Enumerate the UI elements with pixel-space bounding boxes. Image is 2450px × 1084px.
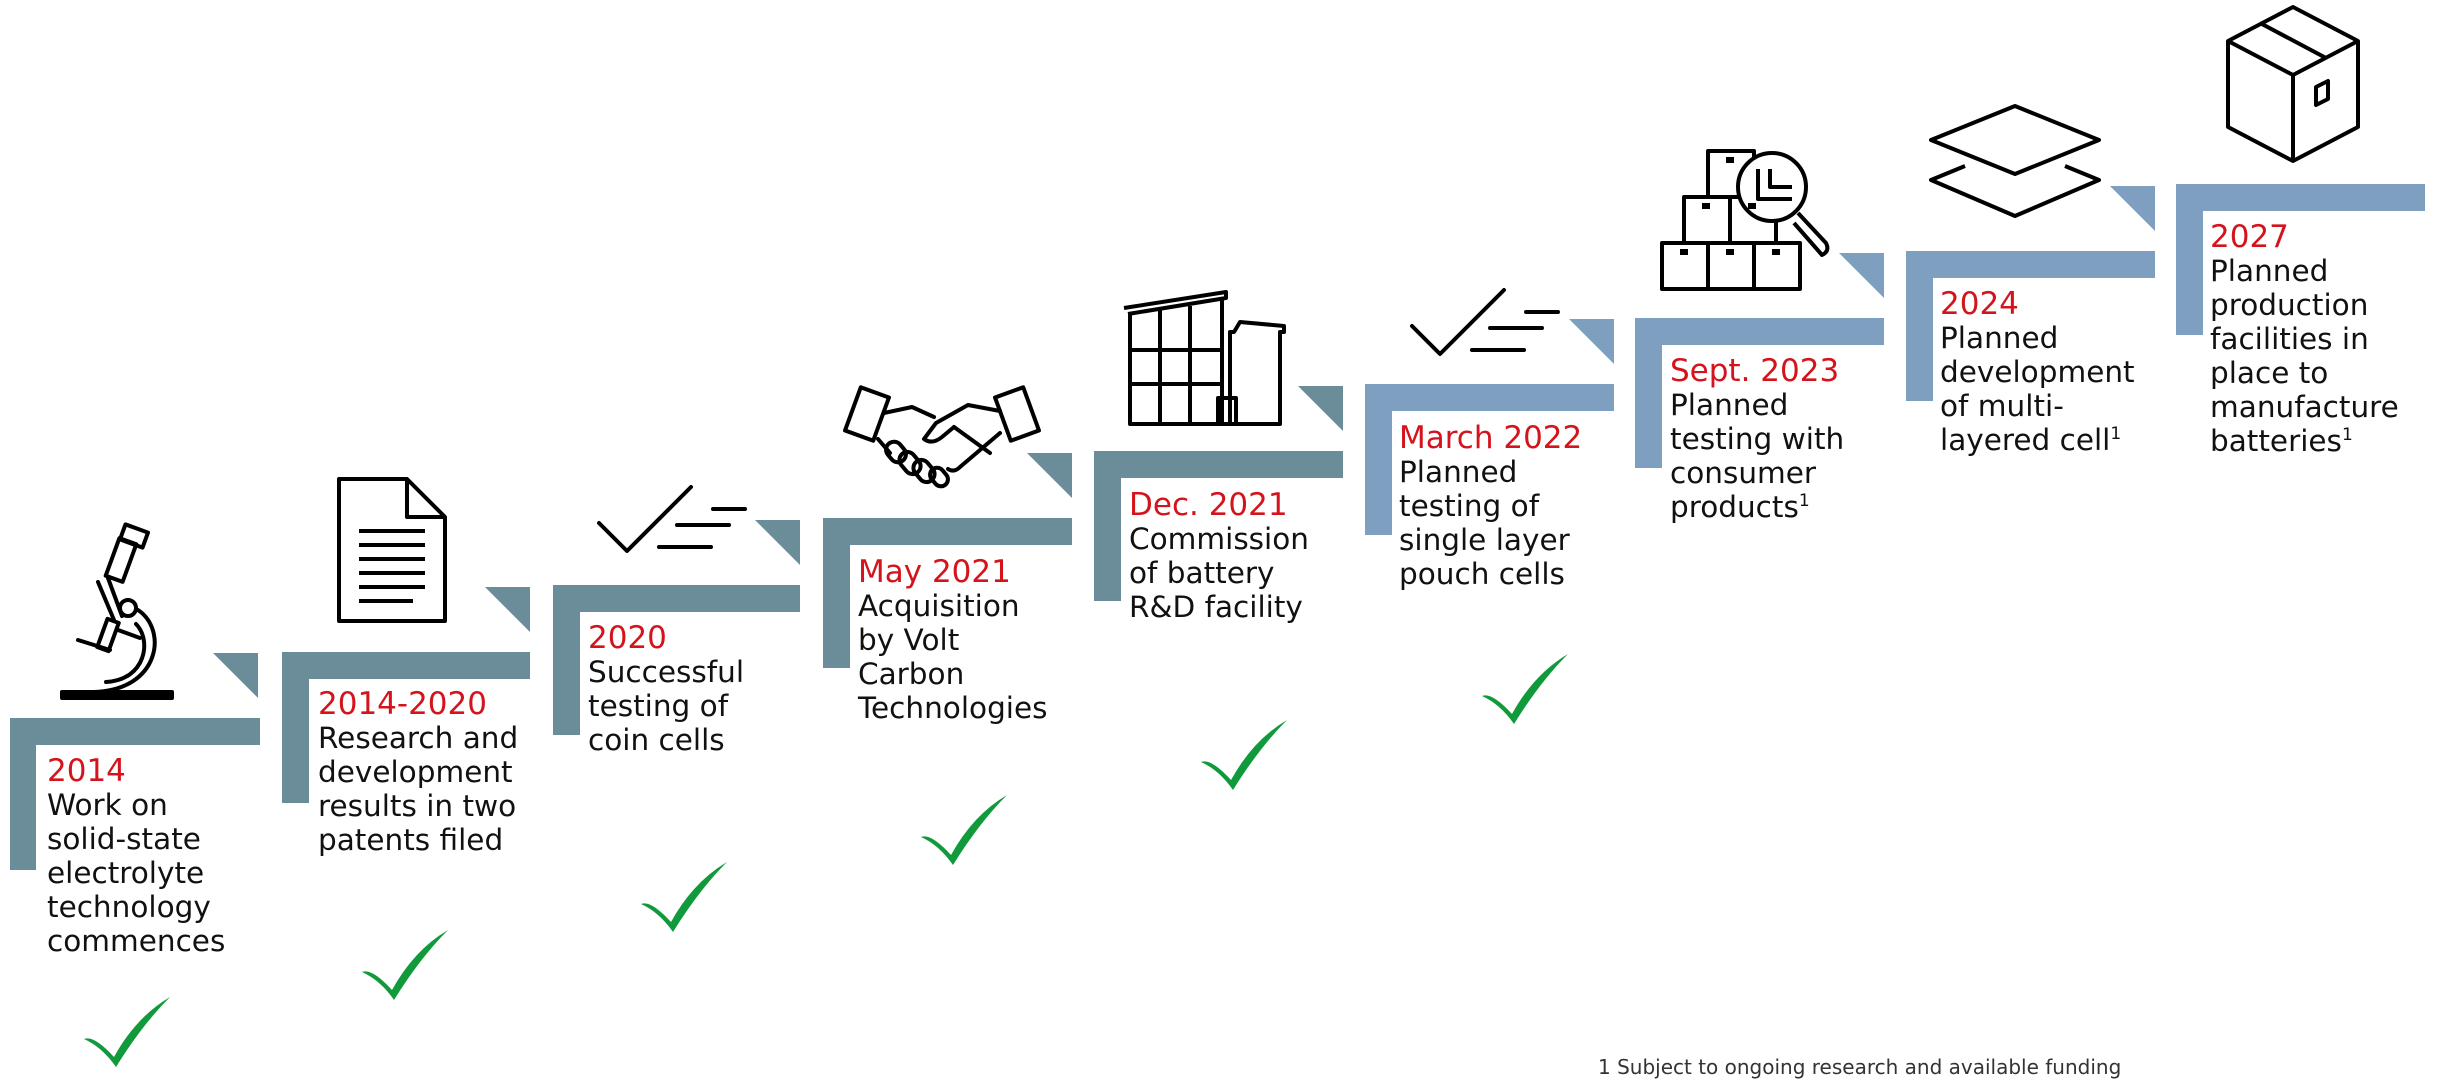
- step-year: 2024: [1940, 286, 2019, 322]
- timeline-step-2014: 2014 Work on solid-state electrolyte tec…: [10, 522, 287, 1067]
- step-description-text: Acquisition by Volt Carbon Technologies: [858, 589, 1048, 725]
- layers-icon: [1929, 104, 2101, 218]
- step-description: Research and development results in two …: [318, 721, 558, 857]
- boxes-magnifier-icon: [1660, 149, 1830, 291]
- footnote-mark: 1: [2110, 424, 2122, 445]
- stair-bar: [1906, 251, 2155, 401]
- check-icon: [641, 862, 727, 932]
- step-year: 2020: [588, 620, 667, 656]
- step-year: 2027: [2210, 219, 2289, 255]
- check-icon: [921, 795, 1007, 865]
- stair-bar: [1365, 384, 1614, 535]
- step-label: May 2021 Acquisition by Volt Carbon Tech…: [858, 555, 1098, 725]
- footnote: 1 Subject to ongoing research and availa…: [1598, 1055, 2122, 1079]
- stair-arrow: [1298, 386, 1343, 431]
- step-bar: [10, 653, 260, 870]
- stair-arrow: [1027, 453, 1072, 498]
- step-description-text: Work on solid-state electrolyte technolo…: [47, 788, 226, 958]
- step-label: Sept. 2023 Planned testing with consumer…: [1670, 354, 1910, 524]
- step-description: Commission of battery R&D facility: [1129, 522, 1369, 624]
- check-icon: [362, 930, 448, 1000]
- stair-bar: [2176, 184, 2425, 335]
- stair-bar: [1094, 451, 1343, 601]
- timeline-step-2014-2020: 2014-2020 Research and development resul…: [282, 477, 558, 1000]
- timeline-step-2024: 2024 Planned development of multi- layer…: [1906, 104, 2180, 457]
- stair-arrow: [2110, 186, 2155, 231]
- step-year: 2014-2020: [318, 686, 487, 722]
- step-description-text: Commission of battery R&D facility: [1129, 522, 1309, 624]
- timeline-step-sept-2023: Sept. 2023 Planned testing with consumer…: [1635, 149, 1910, 524]
- stair-bar: [10, 718, 260, 870]
- step-description-text: Research and development results in two …: [318, 721, 519, 857]
- step-description-text: Planned testing of single layer pouch ce…: [1399, 455, 1570, 591]
- timeline-step-march-2022: March 2022 Planned testing of single lay…: [1365, 288, 1639, 724]
- checklist-icon: [1410, 288, 1560, 356]
- step-bar: [1635, 253, 1884, 468]
- step-description-text: Successful testing of coin cells: [588, 655, 745, 757]
- step-label: March 2022 Planned testing of single lay…: [1399, 421, 1639, 591]
- step-bar: [823, 453, 1072, 668]
- timeline-step-2020: 2020 Successful testing of coin cells: [553, 485, 828, 932]
- microscope-icon: [60, 522, 174, 700]
- step-description: Planned development of multi- layered ce…: [1940, 321, 2180, 457]
- step-description-text: Planned production facilities in place t…: [2210, 254, 2399, 458]
- step-label: 2024 Planned development of multi- layer…: [1940, 287, 2180, 457]
- step-description: Successful testing of coin cells: [588, 655, 828, 757]
- handshake-icon: [843, 385, 1041, 489]
- footnote-mark: 1: [2341, 425, 2353, 446]
- timeline-step-dec-2021: Dec. 2021 Commission of battery R&D faci…: [1094, 290, 1369, 790]
- stair-arrow: [1839, 253, 1884, 298]
- step-year: Dec. 2021: [1129, 487, 1288, 523]
- step-description: Planned testing of single layer pouch ce…: [1399, 455, 1639, 591]
- step-label: 2027 Planned production facilities in pl…: [2210, 220, 2450, 458]
- step-description-text: Planned testing with consumer products: [1670, 388, 1845, 524]
- step-label: 2014 Work on solid-state electrolyte tec…: [47, 754, 287, 958]
- check-icon: [1201, 720, 1287, 790]
- stair-bar: [823, 518, 1072, 668]
- step-label: 2014-2020 Research and development resul…: [318, 687, 558, 857]
- step-description: Acquisition by Volt Carbon Technologies: [858, 589, 1098, 725]
- step-bar: [1365, 319, 1614, 535]
- step-bar: [282, 587, 530, 803]
- stair-arrow: [485, 587, 530, 632]
- stair-bar: [553, 585, 800, 735]
- step-year: Sept. 2023: [1670, 353, 1840, 389]
- stair-arrow: [1569, 319, 1614, 364]
- check-icon: [1482, 654, 1568, 724]
- step-year: March 2022: [1399, 420, 1583, 456]
- step-description: Planned testing with consumer products1: [1670, 388, 1910, 524]
- step-bar: [1906, 186, 2155, 401]
- stair-bar: [282, 652, 530, 803]
- step-bar: [1094, 386, 1343, 601]
- checklist-icon: [597, 485, 747, 553]
- step-year: 2014: [47, 753, 126, 789]
- step-label: Dec. 2021 Commission of battery R&D faci…: [1129, 488, 1369, 624]
- step-bar: [2176, 184, 2425, 335]
- step-description: Planned production facilities in place t…: [2210, 254, 2450, 458]
- step-description-text: Planned development of multi- layered ce…: [1940, 321, 2135, 457]
- stair-arrow: [755, 520, 800, 565]
- stair-arrow: [213, 653, 258, 698]
- step-description: Work on solid-state electrolyte technolo…: [47, 788, 287, 958]
- document-icon: [337, 477, 447, 623]
- factory-icon: [1123, 290, 1286, 426]
- box-icon: [2226, 5, 2360, 163]
- stair-bar: [1635, 318, 1884, 468]
- timeline-step-may-2021: May 2021 Acquisition by Volt Carbon Tech…: [823, 385, 1098, 865]
- check-icon: [84, 997, 170, 1067]
- timeline-step-2027: 2027 Planned production facilities in pl…: [2176, 5, 2425, 458]
- step-year: May 2021: [858, 554, 1011, 590]
- step-label: 2020 Successful testing of coin cells: [588, 621, 828, 757]
- footnote-mark: 1: [1798, 491, 1810, 512]
- step-bar: [553, 520, 800, 735]
